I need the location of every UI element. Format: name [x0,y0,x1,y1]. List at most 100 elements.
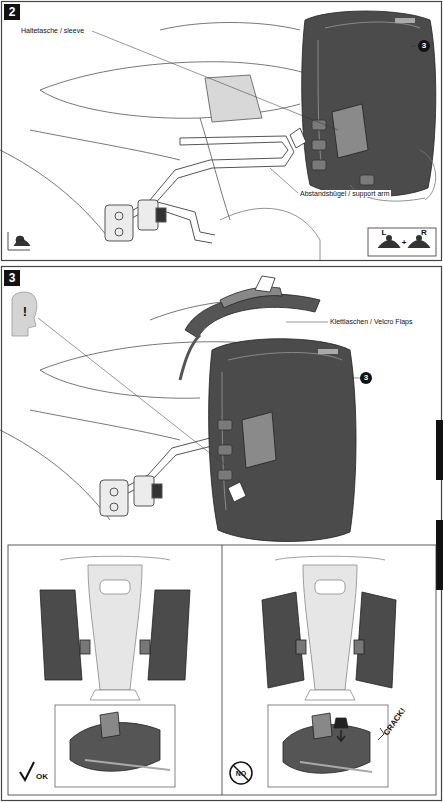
rear-view-ok-part [85,760,170,770]
side-icon-part [8,232,30,250]
bag-step2-part [418,40,430,52]
rear-view-no-part [233,765,249,781]
leader-lines-part [92,31,338,130]
bag-step3-part [209,339,356,542]
step-number: 3 [9,272,16,284]
motorcycle-step2-part [30,130,180,160]
motorcycle-step3-part [40,370,200,398]
rear-view-no-part [303,565,357,690]
rear-view-inset-part [8,545,436,795]
bag-step3-part [360,372,372,384]
rear-view-ok-part [20,762,34,780]
support-arm-step3-part [110,503,118,511]
head-warning-icon-part [12,292,37,336]
motorcycle-step2-part [200,118,230,220]
bag-step2 [290,11,436,201]
bag-step2-part [290,128,306,148]
support-arm-step2-part [156,208,166,222]
rear-view-inset-part [222,545,223,795]
rear-view-no-part [305,690,355,700]
motorcycle-step2-part [205,75,262,122]
leader-lines [92,31,418,193]
bag-step2-part [312,160,326,170]
rear-view-ok-part [55,705,175,787]
side-icon-part [14,240,30,246]
bag-step3-part [218,470,232,480]
support-arm-step2-part [115,228,123,236]
bag-step2-part [360,175,374,185]
support-arm-step2-part [138,200,158,230]
leader-lines-part [410,46,418,47]
rear-view-ok-part [140,640,150,654]
rear-view-ok [20,556,190,787]
lr-icon-part [368,228,436,256]
support-arm-step3-part [100,480,128,516]
rear-view-ok-part [80,640,90,654]
motorcycle-step3-part [30,410,180,440]
bag-step3-part [218,445,232,455]
bag-step2-part [332,104,368,158]
lr-icon-part [416,235,422,241]
support-arm-step2 [105,136,294,243]
step-number: 2 [9,6,16,18]
rear-view-ok-part [90,690,140,700]
rear-view-no [230,556,396,787]
motorcycle-step2-part [220,208,320,260]
leader-lines-3-part [38,318,225,465]
bag-step2-part [395,18,415,23]
rear-view-no-part [300,762,372,772]
motorcycle-step2-part [160,23,300,31]
rear-view-no-part [312,713,332,739]
rear-view-no-part [275,556,385,560]
panel-frames-part [436,520,443,590]
callout-number: 3 [364,374,368,382]
panel-frames-part [2,267,442,801]
leader-lines-3 [38,318,360,465]
bag-step2-part [312,120,326,130]
motorcycle-step3-part [0,430,110,520]
rear-view-ok-part [100,712,120,738]
bag-step3-part [218,420,232,430]
ok-label: OK [36,773,48,781]
rear-view-inset [8,545,436,795]
rear-view-no-part [334,718,348,728]
bag-step3-part [222,372,226,510]
velcro-straps-part [220,287,282,308]
lr-icon-part [408,241,430,249]
rear-view-ok-part [100,580,130,594]
rear-view-no-part [354,640,364,654]
velcro-straps-part [185,294,320,338]
support-arm-step2-part [180,138,181,145]
leader-lines-3-part [286,322,328,323]
bag-step2-part [318,40,322,170]
rear-view-no-part [315,580,345,594]
rear-view-ok-part [148,590,190,680]
motorcycle-step2-part [40,62,320,90]
side-letter: L [382,229,387,237]
side-letter: R [421,229,427,237]
lr-icon-part [378,241,400,249]
side-icon [6,230,32,254]
rear-view-ok-part [60,556,170,560]
lr-icon-part [386,235,392,241]
callout-number: 3 [422,42,426,50]
support-arm-step2-part [105,205,133,241]
rear-view-ok-part [88,565,142,690]
rear-view-ok-part [40,590,82,680]
bag-step2-part [312,140,326,150]
support-arm-step3-part [110,488,118,496]
motorcycle-step2-part [0,150,110,240]
plus-sign: + [402,239,407,247]
bag-step2-part [420,150,436,200]
panel-frames-part [4,270,20,286]
rear-view-no-part [296,640,306,654]
part-label: Haltetasche / sleeve [20,27,85,34]
support-arm-step3-part [134,476,154,506]
velcro-straps-part [180,335,200,380]
bag-step3-part [318,349,338,354]
rear-view-no-part [268,705,388,787]
side-icon-part [6,230,32,254]
bag-step3-part [228,482,246,502]
